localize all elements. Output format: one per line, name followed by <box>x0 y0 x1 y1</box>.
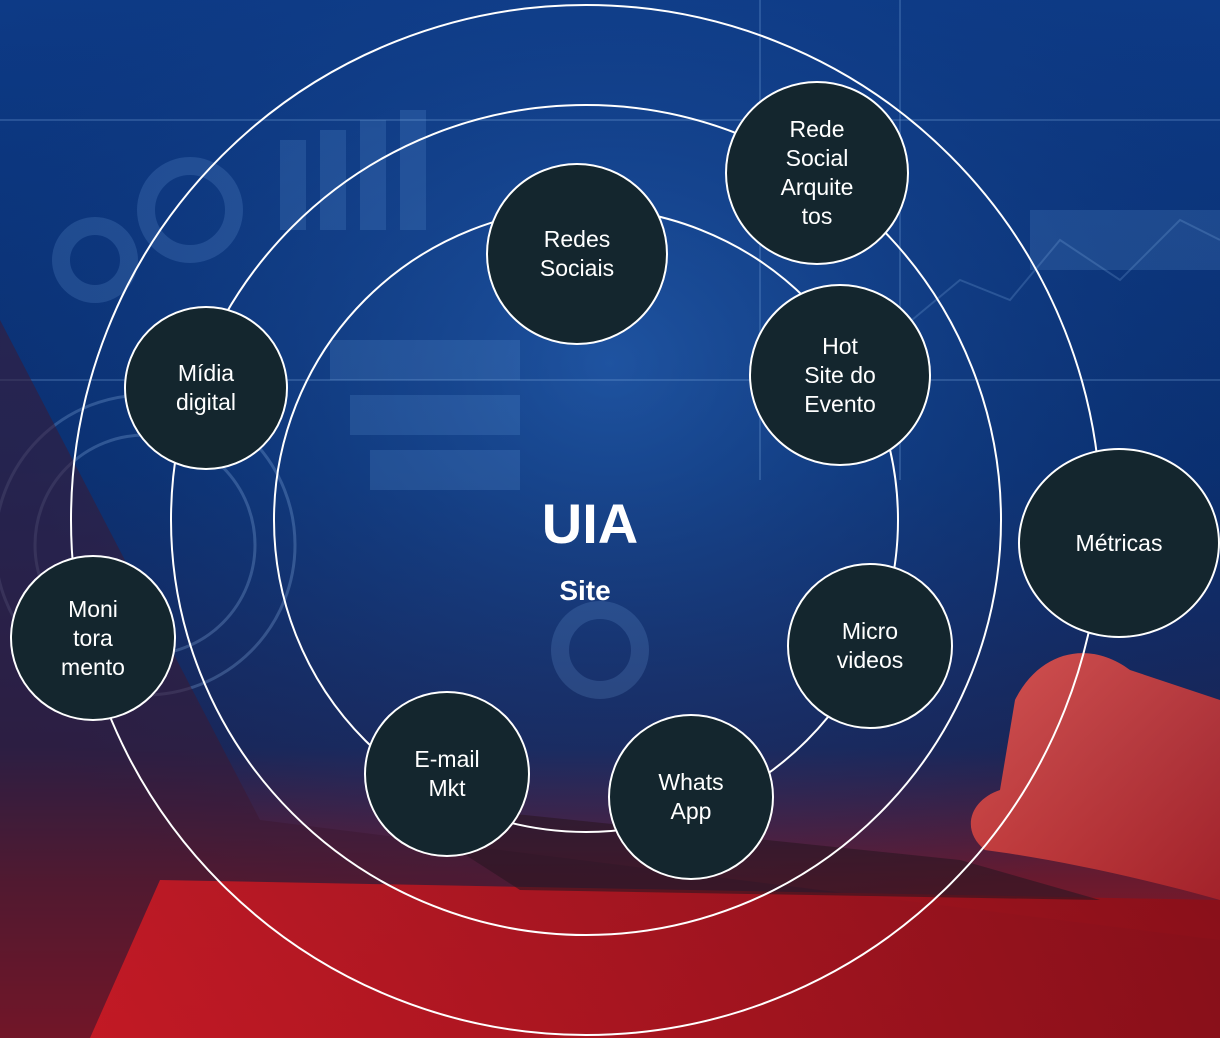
node-email-mkt[interactable]: E-mail Mkt <box>364 691 530 857</box>
node-label: Rede Social Arquite tos <box>780 116 854 229</box>
middle-ring <box>170 104 1002 936</box>
node-hot-site-do-evento[interactable]: Hot Site do Evento <box>749 284 931 466</box>
node-label: Moni tora mento <box>61 595 125 680</box>
node-label: Whats App <box>658 769 724 824</box>
node-redes-sociais[interactable]: Redes Sociais <box>486 163 668 345</box>
center-subtitle: Site <box>559 575 611 606</box>
node-label: E-mail Mkt <box>414 746 480 801</box>
node-label: Micro videos <box>836 618 904 673</box>
center-title: UIA <box>541 492 639 555</box>
node-micro-videos[interactable]: Micro videos <box>787 563 953 729</box>
node-whats-app[interactable]: Whats App <box>608 714 774 880</box>
node-monitoramento[interactable]: Moni tora mento <box>10 555 176 721</box>
node-metricas[interactable]: Métricas <box>1018 448 1220 638</box>
node-midia-digital[interactable]: Mídia digital <box>124 306 288 470</box>
node-rede-social-arquitetos[interactable]: Rede Social Arquite tos <box>725 81 909 265</box>
node-label: Redes Sociais <box>539 226 615 281</box>
node-label: Métricas <box>1075 529 1163 556</box>
node-label: Hot Site do Evento <box>804 332 876 417</box>
node-label: Mídia digital <box>175 360 237 415</box>
